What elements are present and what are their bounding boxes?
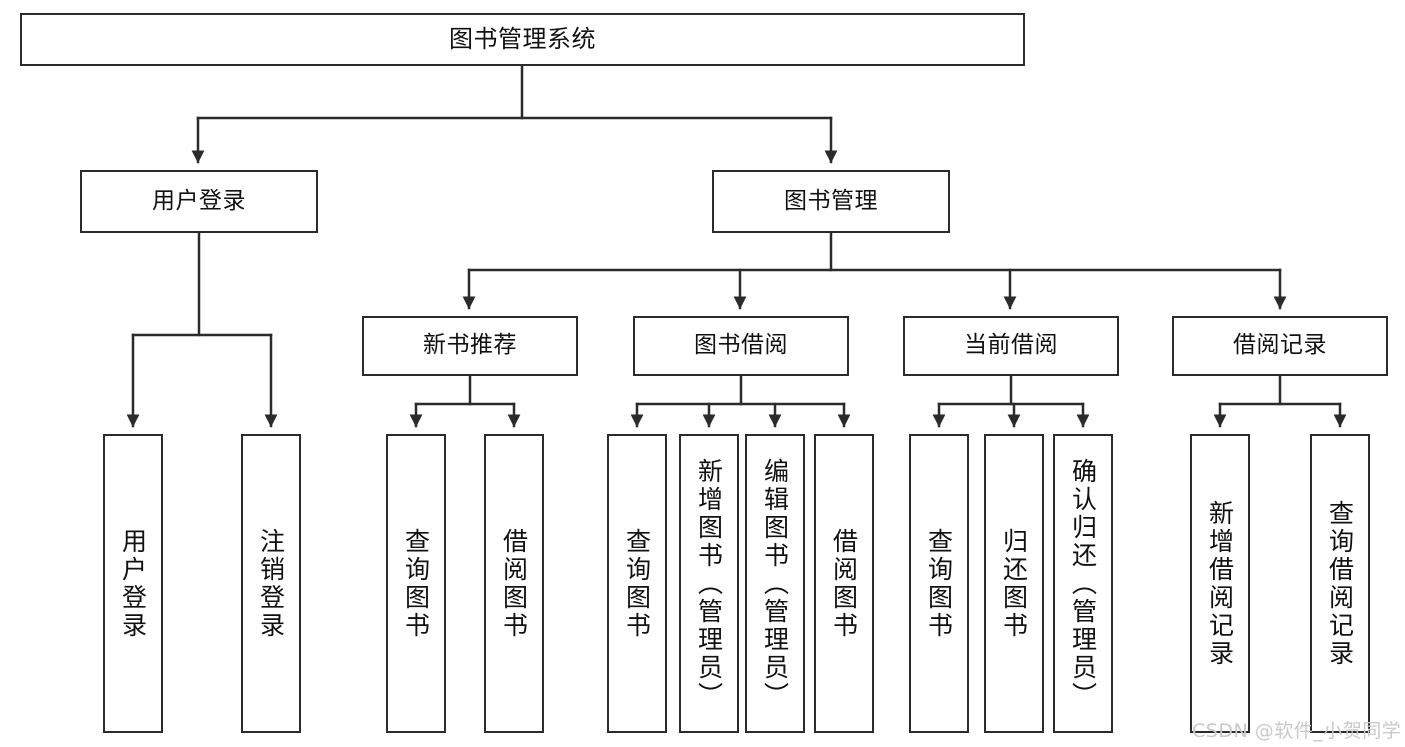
node-borrow-record[interactable]: 借阅记录 — [1172, 316, 1388, 376]
node-leaf-query-book-3[interactable]: 查询图书 — [909, 434, 969, 733]
node-book-borrow[interactable]: 图书借阅 — [633, 316, 849, 376]
node-book-manage[interactable]: 图书管理 — [712, 170, 950, 233]
node-new-book-recommend[interactable]: 新书推荐 — [362, 316, 578, 376]
node-book-borrow-label: 图书借阅 — [694, 332, 788, 359]
node-root-label: 图书管理系统 — [449, 25, 596, 54]
node-leaf-add-book-admin[interactable]: 新增图书（管理员） — [679, 434, 739, 733]
node-leaf-add-book-admin-label: 新增图书（管理员） — [694, 457, 724, 710]
node-leaf-query-book-2[interactable]: 查询图书 — [607, 434, 667, 733]
node-leaf-borrow-book-1[interactable]: 借阅图书 — [484, 434, 544, 733]
node-borrow-record-label: 借阅记录 — [1233, 332, 1327, 359]
node-leaf-edit-book-admin[interactable]: 编辑图书（管理员） — [745, 434, 805, 733]
node-leaf-borrow-book-2-label: 借阅图书 — [829, 527, 859, 640]
node-root[interactable]: 图书管理系统 — [20, 13, 1025, 66]
node-user-login-label: 用户登录 — [152, 187, 246, 214]
node-leaf-confirm-return-admin-label: 确认归还（管理员） — [1068, 457, 1098, 710]
node-leaf-user-login[interactable]: 用户登录 — [103, 434, 163, 733]
node-leaf-add-borrow-record[interactable]: 新增借阅记录 — [1190, 434, 1250, 733]
node-leaf-query-book-2-label: 查询图书 — [622, 527, 652, 640]
node-leaf-borrow-book-1-label: 借阅图书 — [499, 527, 529, 640]
node-leaf-return-book[interactable]: 归还图书 — [984, 434, 1044, 733]
node-leaf-query-book-1-label: 查询图书 — [401, 527, 431, 640]
node-leaf-logout-login[interactable]: 注销登录 — [241, 434, 301, 733]
node-new-book-recommend-label: 新书推荐 — [423, 332, 517, 359]
node-leaf-query-book-3-label: 查询图书 — [924, 527, 954, 640]
node-leaf-add-borrow-record-label: 新增借阅记录 — [1205, 499, 1235, 668]
node-current-borrow[interactable]: 当前借阅 — [903, 316, 1119, 376]
node-book-manage-label: 图书管理 — [784, 187, 878, 214]
node-leaf-borrow-book-2[interactable]: 借阅图书 — [814, 434, 874, 733]
node-leaf-edit-book-admin-label: 编辑图书（管理员） — [760, 457, 790, 710]
node-leaf-return-book-label: 归还图书 — [999, 527, 1029, 640]
watermark: CSDN @软件_小贺同学 — [1192, 720, 1402, 742]
node-current-borrow-label: 当前借阅 — [964, 332, 1058, 359]
node-user-login[interactable]: 用户登录 — [80, 170, 318, 233]
node-leaf-confirm-return-admin[interactable]: 确认归还（管理员） — [1053, 434, 1113, 733]
node-leaf-query-borrow-record-label: 查询借阅记录 — [1325, 499, 1355, 668]
node-leaf-logout-login-label: 注销登录 — [256, 527, 286, 640]
node-leaf-query-borrow-record[interactable]: 查询借阅记录 — [1310, 434, 1370, 733]
node-leaf-query-book-1[interactable]: 查询图书 — [386, 434, 446, 733]
node-leaf-user-login-label: 用户登录 — [118, 527, 148, 640]
